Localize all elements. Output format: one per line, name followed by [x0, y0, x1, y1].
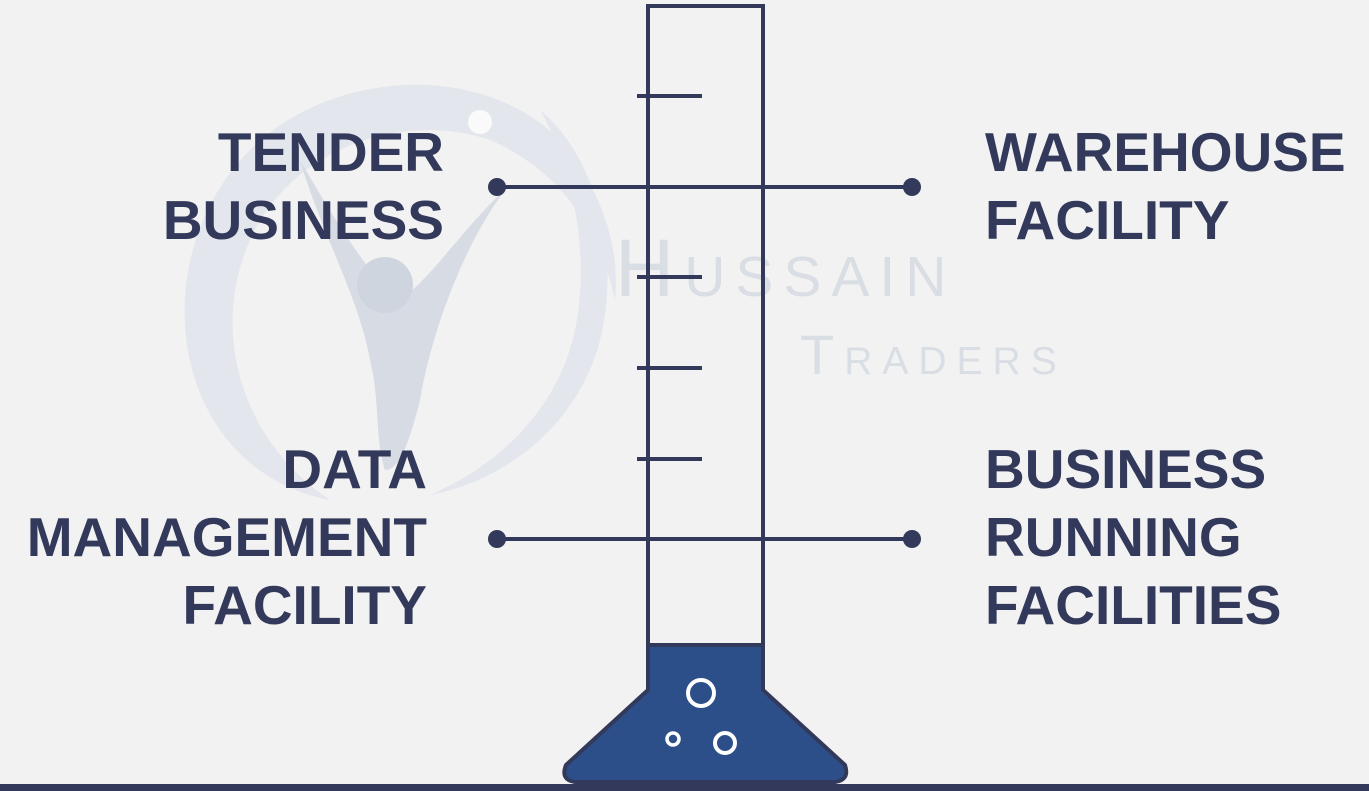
bubble: [713, 731, 737, 755]
bottom-bar: [0, 784, 1369, 791]
cylinder-liquid: [562, 643, 849, 784]
connector-dot: [488, 178, 506, 196]
cylinder-tube: [646, 4, 765, 690]
connector-dot: [488, 530, 506, 548]
label-business-running-facilities: BUSINESS RUNNING FACILITIES: [985, 438, 1282, 636]
bubble: [665, 731, 681, 747]
connector-dot: [903, 178, 921, 196]
label-tender-business: TENDER BUSINESS: [162, 121, 444, 251]
bubble: [686, 678, 716, 708]
connector-dot: [903, 530, 921, 548]
watermark-hussain-text: Hussain: [615, 223, 957, 314]
watermark-traders-text: Traders: [800, 323, 1067, 386]
label-warehouse-facility: WAREHOUSE FACILITY: [985, 121, 1346, 251]
label-data-management-facility: DATA MANAGEMENT FACILITY: [26, 438, 427, 636]
